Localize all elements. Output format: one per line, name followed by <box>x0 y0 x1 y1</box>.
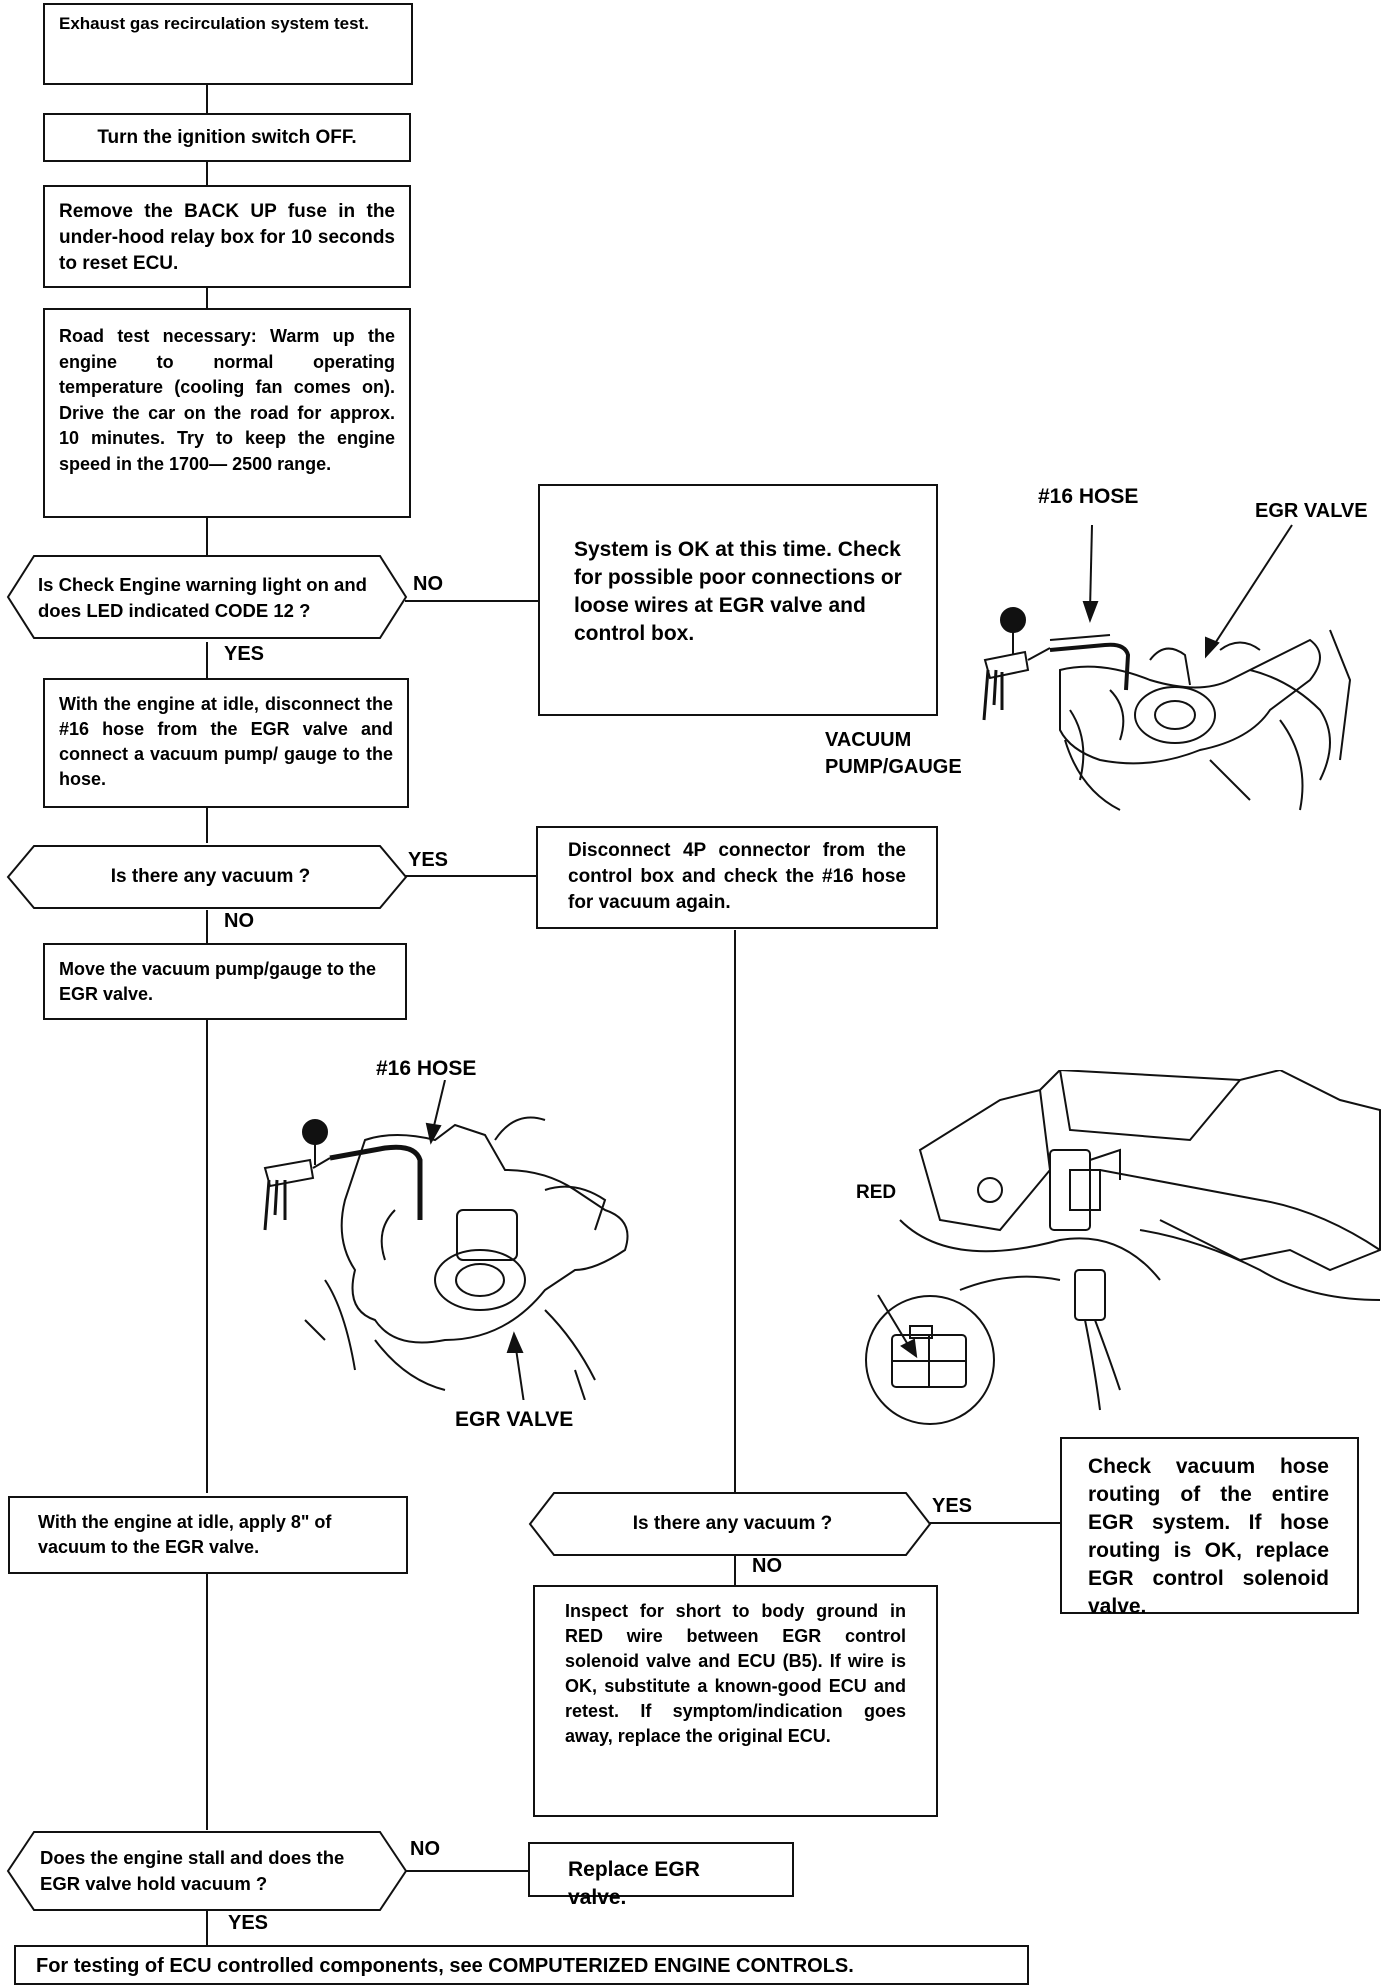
branch-no-label: NO <box>224 910 254 932</box>
egr-valve-label-top: EGR VALVE <box>1255 500 1368 522</box>
branch-no-label: NO <box>410 1838 440 1860</box>
question-vacuum-1-text: Is there any vacuum ? <box>110 866 311 887</box>
vacuum-pump-label: VACUUM PUMP/GAUGE <box>825 727 985 781</box>
branch-yes-label: YES <box>932 1495 973 1517</box>
footer-box: For testing of ECU controlled components… <box>14 1945 1029 1985</box>
hose-label-middle: #16 HOSE <box>376 1057 477 1080</box>
ignition-text: Turn the ignition switch OFF. <box>97 127 357 148</box>
decision-shape <box>6 555 408 639</box>
connector-illustration <box>865 1070 1381 1425</box>
question-vacuum-2-text: Is there any vacuum ? <box>632 1513 833 1534</box>
check-routing-box: Check vacuum hose routing of the entire … <box>1060 1437 1359 1618</box>
disconnect-4p-box: Disconnect 4P connector from the control… <box>536 826 938 929</box>
system-ok-box: System is OK at this time. Check for pos… <box>538 484 938 716</box>
decision-shape <box>6 845 408 909</box>
egr-valve-illustration-middle <box>263 1080 629 1400</box>
start-box: Exhaust gas recirculation system test. <box>43 3 413 85</box>
question-check-engine: Is Check Engine warning light on and doe… <box>38 572 383 624</box>
question-stall: Does the engine stall and does the EGR v… <box>40 1845 385 1897</box>
move-pump-text: Move the vacuum pump/gauge to the EGR va… <box>59 959 377 1004</box>
road-test-text: Road test necessary: Warm up the engine … <box>59 326 395 474</box>
egr-valve-label-middle: EGR VALVE <box>455 1408 574 1431</box>
disconnect-16-box: With the engine at idle, disconnect the … <box>43 678 409 808</box>
question-vacuum-1: Is there any vacuum ? <box>38 864 383 890</box>
inspect-short-box: Inspect for short to body ground in RED … <box>533 1585 938 1817</box>
start-text: Exhaust gas recirculation system test. <box>59 14 369 33</box>
red-wire-label: RED <box>856 1182 897 1203</box>
fuse-box: Remove the BACK UP fuse in the under-hoo… <box>43 185 411 288</box>
ignition-box: Turn the ignition switch OFF. <box>43 113 411 162</box>
disconnect-4p-text: Disconnect 4P connector from the control… <box>568 840 906 913</box>
branch-yes-label: YES <box>224 643 265 665</box>
branch-yes-label: YES <box>228 1912 269 1934</box>
branch-yes-label: YES <box>408 849 449 871</box>
replace-egr-box: Replace EGR valve. <box>528 1842 794 1909</box>
system-ok-text: System is OK at this time. Check for pos… <box>574 538 902 645</box>
vacuum-pump-label-text: VACUUM PUMP/GAUGE <box>825 729 962 778</box>
fuse-text: Remove the BACK UP fuse in the under-hoo… <box>59 201 395 274</box>
branch-no-label: NO <box>413 573 443 595</box>
disconnect-16-text: With the engine at idle, disconnect the … <box>59 694 393 789</box>
check-routing-text: Check vacuum hose routing of the entire … <box>1088 1455 1329 1618</box>
question-check-engine-text: Is Check Engine warning light on and doe… <box>38 574 367 621</box>
branch-no-label: NO <box>752 1555 782 1577</box>
question-stall-text: Does the engine stall and does the EGR v… <box>40 1847 345 1894</box>
apply-vacuum-box: With the engine at idle, apply 8" of vac… <box>8 1496 408 1574</box>
egr-valve-illustration-top <box>982 524 1352 811</box>
inspect-short-text: Inspect for short to body ground in RED … <box>565 1601 906 1746</box>
apply-vacuum-text: With the engine at idle, apply 8" of vac… <box>38 1512 332 1557</box>
footer-text: For testing of ECU controlled components… <box>36 1955 854 1977</box>
question-vacuum-2: Is there any vacuum ? <box>560 1511 905 1537</box>
hose-label-top: #16 HOSE <box>1038 485 1139 508</box>
replace-egr-text: Replace EGR valve. <box>568 1858 700 1909</box>
decision-shape <box>6 1831 408 1911</box>
decision-shape <box>528 1492 932 1556</box>
road-test-box: Road test necessary: Warm up the engine … <box>43 308 411 518</box>
move-pump-box: Move the vacuum pump/gauge to the EGR va… <box>43 943 407 1020</box>
